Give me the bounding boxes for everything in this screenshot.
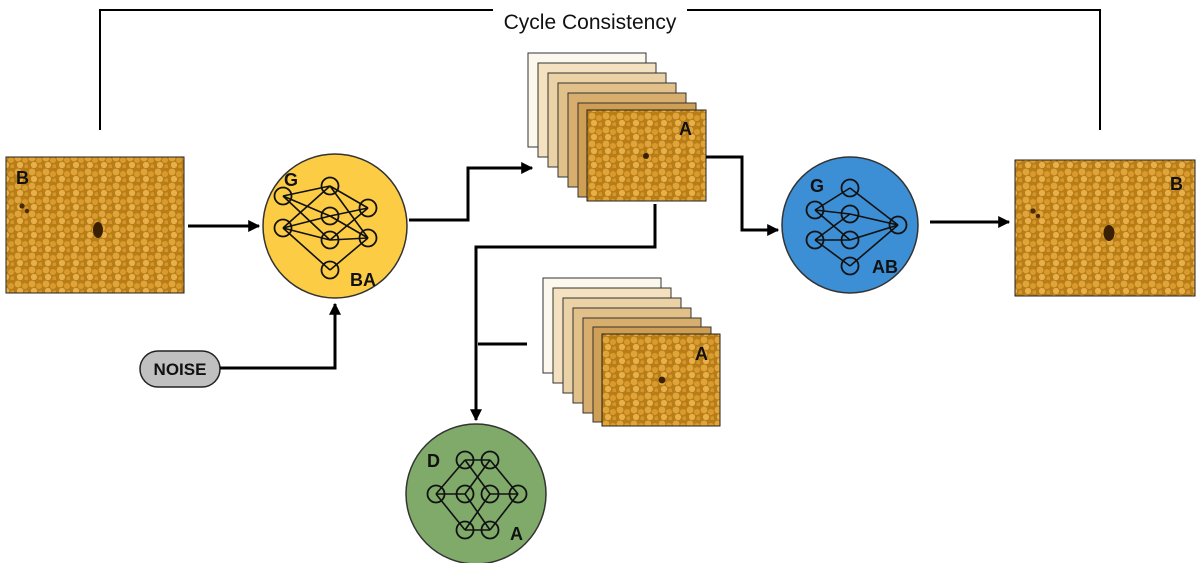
generator-ab-subscript: AB [872,257,898,277]
arrow-generator-ba-to-stack [409,162,534,222]
arrow-noise-to-generator-ba [220,302,341,370]
discriminator-subscript: A [510,524,523,544]
cycle-consistency-title: Cycle Consistency [504,11,677,34]
discriminator-letter: D [427,451,440,471]
neural-network-icon [426,450,528,540]
discriminator-a-node: D A [405,423,547,563]
arrow-stack-to-generator-ab [706,155,780,236]
sunspot [93,222,103,238]
image-stack-a-top: A [527,52,707,202]
noise-label: NOISE [154,360,207,379]
generator-ba-node: G BA [262,153,408,299]
stack-bottom-label: A [695,344,708,364]
solar-image-b-right: B [1014,159,1196,297]
sunspot [19,203,25,209]
stack-top-label: A [679,119,692,139]
generator-ab-letter: G [810,176,824,196]
generator-ba-letter: G [284,170,298,190]
sunspot [1103,225,1115,241]
solar-image-b-left: B [5,156,185,294]
sunspot [24,208,30,214]
image-b-right-label: B [1170,174,1183,194]
arrow-stack-to-discriminator [470,204,657,422]
generator-ab-node: G AB [781,156,919,294]
sunspot [658,376,666,384]
generator-ba-subscript: BA [350,270,376,290]
sunspot [1030,208,1036,214]
image-stack-a-bottom: A [542,277,721,427]
sunspot [643,153,649,159]
image-b-left-label: B [16,168,29,188]
noise-input: NOISE [139,350,221,388]
neural-network-icon [273,176,378,280]
sunspot [1035,213,1041,219]
neural-network-icon [805,178,908,276]
